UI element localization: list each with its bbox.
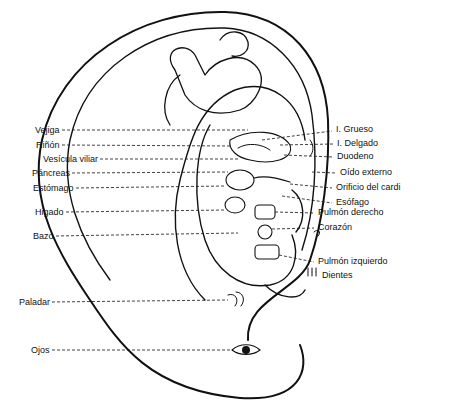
stomach-outline — [226, 170, 254, 190]
organ-label: Riñón — [36, 140, 60, 150]
organ-label: Pulmón izquierdo — [318, 256, 388, 266]
leader-line — [282, 196, 332, 203]
fetus-body — [170, 48, 261, 113]
leader-line — [66, 210, 226, 212]
leader-line — [262, 131, 332, 140]
organ-label: Dientes — [322, 270, 353, 280]
leader-line — [62, 130, 248, 131]
leader-line — [280, 144, 333, 145]
concha — [197, 125, 296, 286]
leader-line — [272, 228, 314, 229]
leader-line — [100, 159, 238, 160]
organ-label: Corazón — [318, 222, 352, 232]
eye-pupil — [243, 347, 249, 353]
fetus-foot — [220, 32, 248, 56]
leader-line — [275, 212, 314, 213]
organ-label: Orificio del cardi — [336, 182, 401, 192]
leader-line — [290, 184, 332, 188]
teeth-symbol — [308, 268, 316, 276]
organ-label: Oído externo — [340, 167, 392, 177]
leader-line — [62, 145, 232, 146]
organ-label: Estómago — [33, 183, 74, 193]
organ-label: Bazo — [33, 231, 54, 241]
organ-label: Vesícula viliar — [43, 154, 98, 164]
helix-rim — [67, 28, 315, 280]
left-lung-outline — [255, 245, 279, 259]
leader-line — [76, 186, 226, 188]
leader-line — [52, 300, 228, 302]
liver-outline — [225, 197, 245, 213]
organ-label: I. Delgado — [337, 138, 378, 148]
intestine-fold — [238, 144, 270, 150]
leader-line — [56, 233, 238, 236]
tragus — [292, 190, 303, 232]
esophagus-outline — [254, 177, 290, 182]
right-lung-outline — [255, 205, 275, 219]
organ-label: Páncreas — [32, 168, 70, 178]
leader-line — [52, 350, 230, 351]
organ-label: Duodeno — [337, 151, 374, 161]
heart-outline — [258, 225, 272, 239]
organ-label: Higado — [35, 207, 64, 217]
fetus-arm — [165, 75, 180, 125]
organ-label: Vejiga — [35, 125, 60, 135]
intestine-outline — [230, 132, 291, 162]
leader-line — [72, 172, 228, 173]
organ-label: Esófago — [336, 197, 369, 207]
organ-label: I. Grueso — [336, 124, 373, 134]
eye-symbol — [232, 345, 260, 355]
palate-mark — [228, 292, 243, 306]
organ-label: Pulmón derecho — [318, 207, 384, 217]
organ-label: Ojos — [31, 345, 50, 355]
antihelix — [175, 87, 305, 300]
leader-line — [279, 255, 314, 262]
leader-line — [312, 172, 336, 173]
organ-label: Paladar — [19, 297, 50, 307]
helix-outline — [39, 12, 329, 398]
leader-line — [284, 155, 333, 157]
antitragus — [265, 285, 305, 297]
outer-ear-symbol — [310, 140, 313, 156]
